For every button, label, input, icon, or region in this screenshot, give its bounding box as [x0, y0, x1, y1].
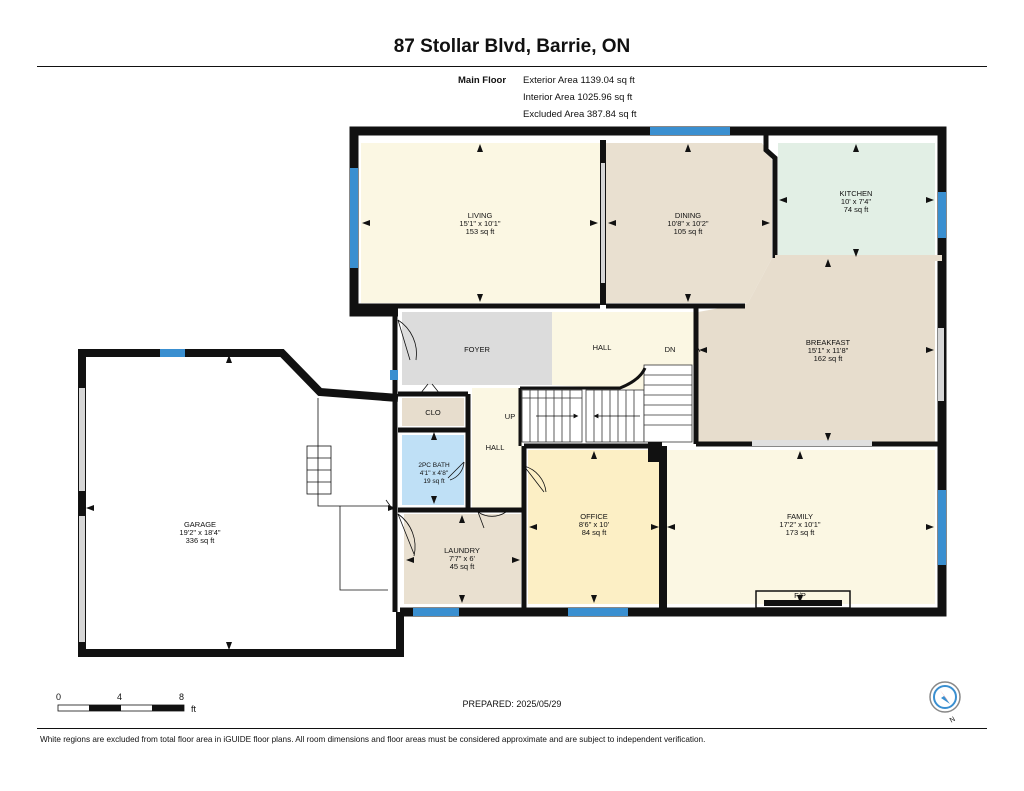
- family-dims: 17'2" x 10'1": [779, 520, 820, 529]
- scale-bar: 0 4 8 ft: [56, 692, 197, 714]
- excluded-area: Excluded Area 387.84 sq ft: [523, 109, 637, 120]
- disclaimer: White regions are excluded from total fl…: [40, 735, 706, 744]
- dining-name: DINING: [675, 211, 701, 220]
- stairs: [521, 364, 693, 443]
- lower-hall-name: HALL: [486, 443, 505, 452]
- laundry-room: [404, 514, 521, 604]
- breakfast-area: 162 sq ft: [814, 354, 844, 363]
- scale-label-0: 0: [56, 692, 61, 702]
- prepared-date: PREPARED: 2025/05/29: [462, 699, 562, 709]
- breakfast-room: [698, 258, 935, 442]
- living-dims: 15'1" x 10'1": [459, 219, 500, 228]
- compass-north-label: N: [949, 716, 957, 725]
- kitchen-dims: 10' x 7'4": [841, 197, 871, 206]
- garage-name: GARAGE: [184, 520, 216, 529]
- foyer-room: [402, 312, 552, 385]
- fireplace: [755, 590, 851, 609]
- bath-area: 19 sq ft: [423, 478, 445, 485]
- dining-room: [606, 143, 772, 303]
- breakfast-name: BREAKFAST: [806, 338, 851, 347]
- header-divider: [37, 66, 987, 67]
- office-dims: 8'6" x 10': [579, 520, 610, 529]
- kitchen-area: 74 sq ft: [844, 205, 870, 214]
- foyer-name: FOYER: [464, 345, 490, 354]
- family-room: [666, 450, 935, 604]
- page-title: 87 Stollar Blvd, Barrie, ON: [393, 36, 631, 57]
- dining-area: 105 sq ft: [674, 227, 704, 236]
- bath-room: [402, 435, 464, 505]
- walls: [78, 126, 947, 657]
- dining-dims: 10'8" x 10'2": [667, 219, 708, 228]
- area-summary: Main Floor Exterior Area 1139.04 sq ft In…: [458, 72, 637, 123]
- office-area: 84 sq ft: [582, 528, 608, 537]
- floor-label: Main Floor: [458, 75, 507, 86]
- lower-hall: [472, 388, 522, 508]
- clo-name: CLO: [425, 408, 441, 417]
- laundry-area: 45 sq ft: [450, 562, 476, 571]
- kitchen-name: KITCHEN: [840, 189, 873, 198]
- living-name: LIVING: [468, 211, 493, 220]
- garage-steps: [306, 398, 388, 591]
- laundry-name: LAUNDRY: [444, 546, 480, 555]
- fireplace-label: F/P: [794, 591, 806, 600]
- upper-hall-name: HALL: [593, 343, 612, 352]
- office-room: [528, 450, 660, 604]
- openings: [79, 163, 944, 642]
- scale-label-8: 8: [179, 692, 184, 702]
- breakfast-dims: 15'1" x 11'8": [808, 346, 849, 355]
- office-name: OFFICE: [580, 512, 608, 521]
- family-name: FAMILY: [787, 512, 813, 521]
- compass-icon: N: [929, 681, 961, 725]
- closet: [402, 398, 464, 426]
- bath-name: 2PC BATH: [418, 462, 450, 469]
- garage-area: 336 sq ft: [186, 536, 216, 545]
- living-room: [361, 143, 600, 303]
- up-label: UP: [505, 412, 515, 421]
- scale-unit: ft: [191, 704, 197, 714]
- living-area: 153 sq ft: [466, 227, 496, 236]
- dimension-arrows: [86, 144, 934, 650]
- family-area: 173 sq ft: [786, 528, 816, 537]
- windows: [160, 127, 946, 616]
- upper-hall: [552, 312, 694, 390]
- laundry-dims: 7'7" x 6': [449, 554, 476, 563]
- footer-divider: [37, 728, 987, 729]
- bath-dims: 4'1" x 4'8": [420, 470, 449, 477]
- scale-label-4: 4: [117, 692, 122, 702]
- dn-label: DN: [665, 345, 676, 354]
- interior-area: Interior Area 1025.96 sq ft: [523, 92, 633, 103]
- garage-dims: 19'2" x 18'4": [179, 528, 220, 537]
- kitchen-room: [778, 143, 935, 258]
- exterior-area: Exterior Area 1139.04 sq ft: [523, 75, 635, 86]
